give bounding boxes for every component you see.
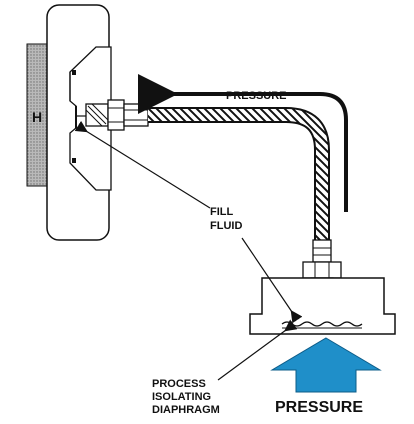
fill-fluid-label-line1: FILL <box>210 206 233 218</box>
process-label-line2: ISOLATING <box>152 391 211 403</box>
process-label-line1: PROCESS <box>152 378 206 390</box>
diaphragm-seal-body <box>249 277 396 335</box>
gauge-fitting <box>85 99 149 131</box>
diaphragm-leader <box>217 319 298 381</box>
pressure-bottom-label: PRESSURE <box>275 399 363 416</box>
gauge-letter: H <box>32 109 42 125</box>
process-pressure-arrow <box>270 337 382 393</box>
pressure-flow-arrow <box>138 74 348 212</box>
pressure-arrow-label: PRESSURE <box>226 90 287 102</box>
fill-fluid-leader <box>74 120 211 209</box>
fill-fluid-label-line2: FLUID <box>210 220 242 232</box>
fill-fluid-leader-2 <box>241 237 303 324</box>
process-label-line3: DIAPHRAGM <box>152 404 220 416</box>
